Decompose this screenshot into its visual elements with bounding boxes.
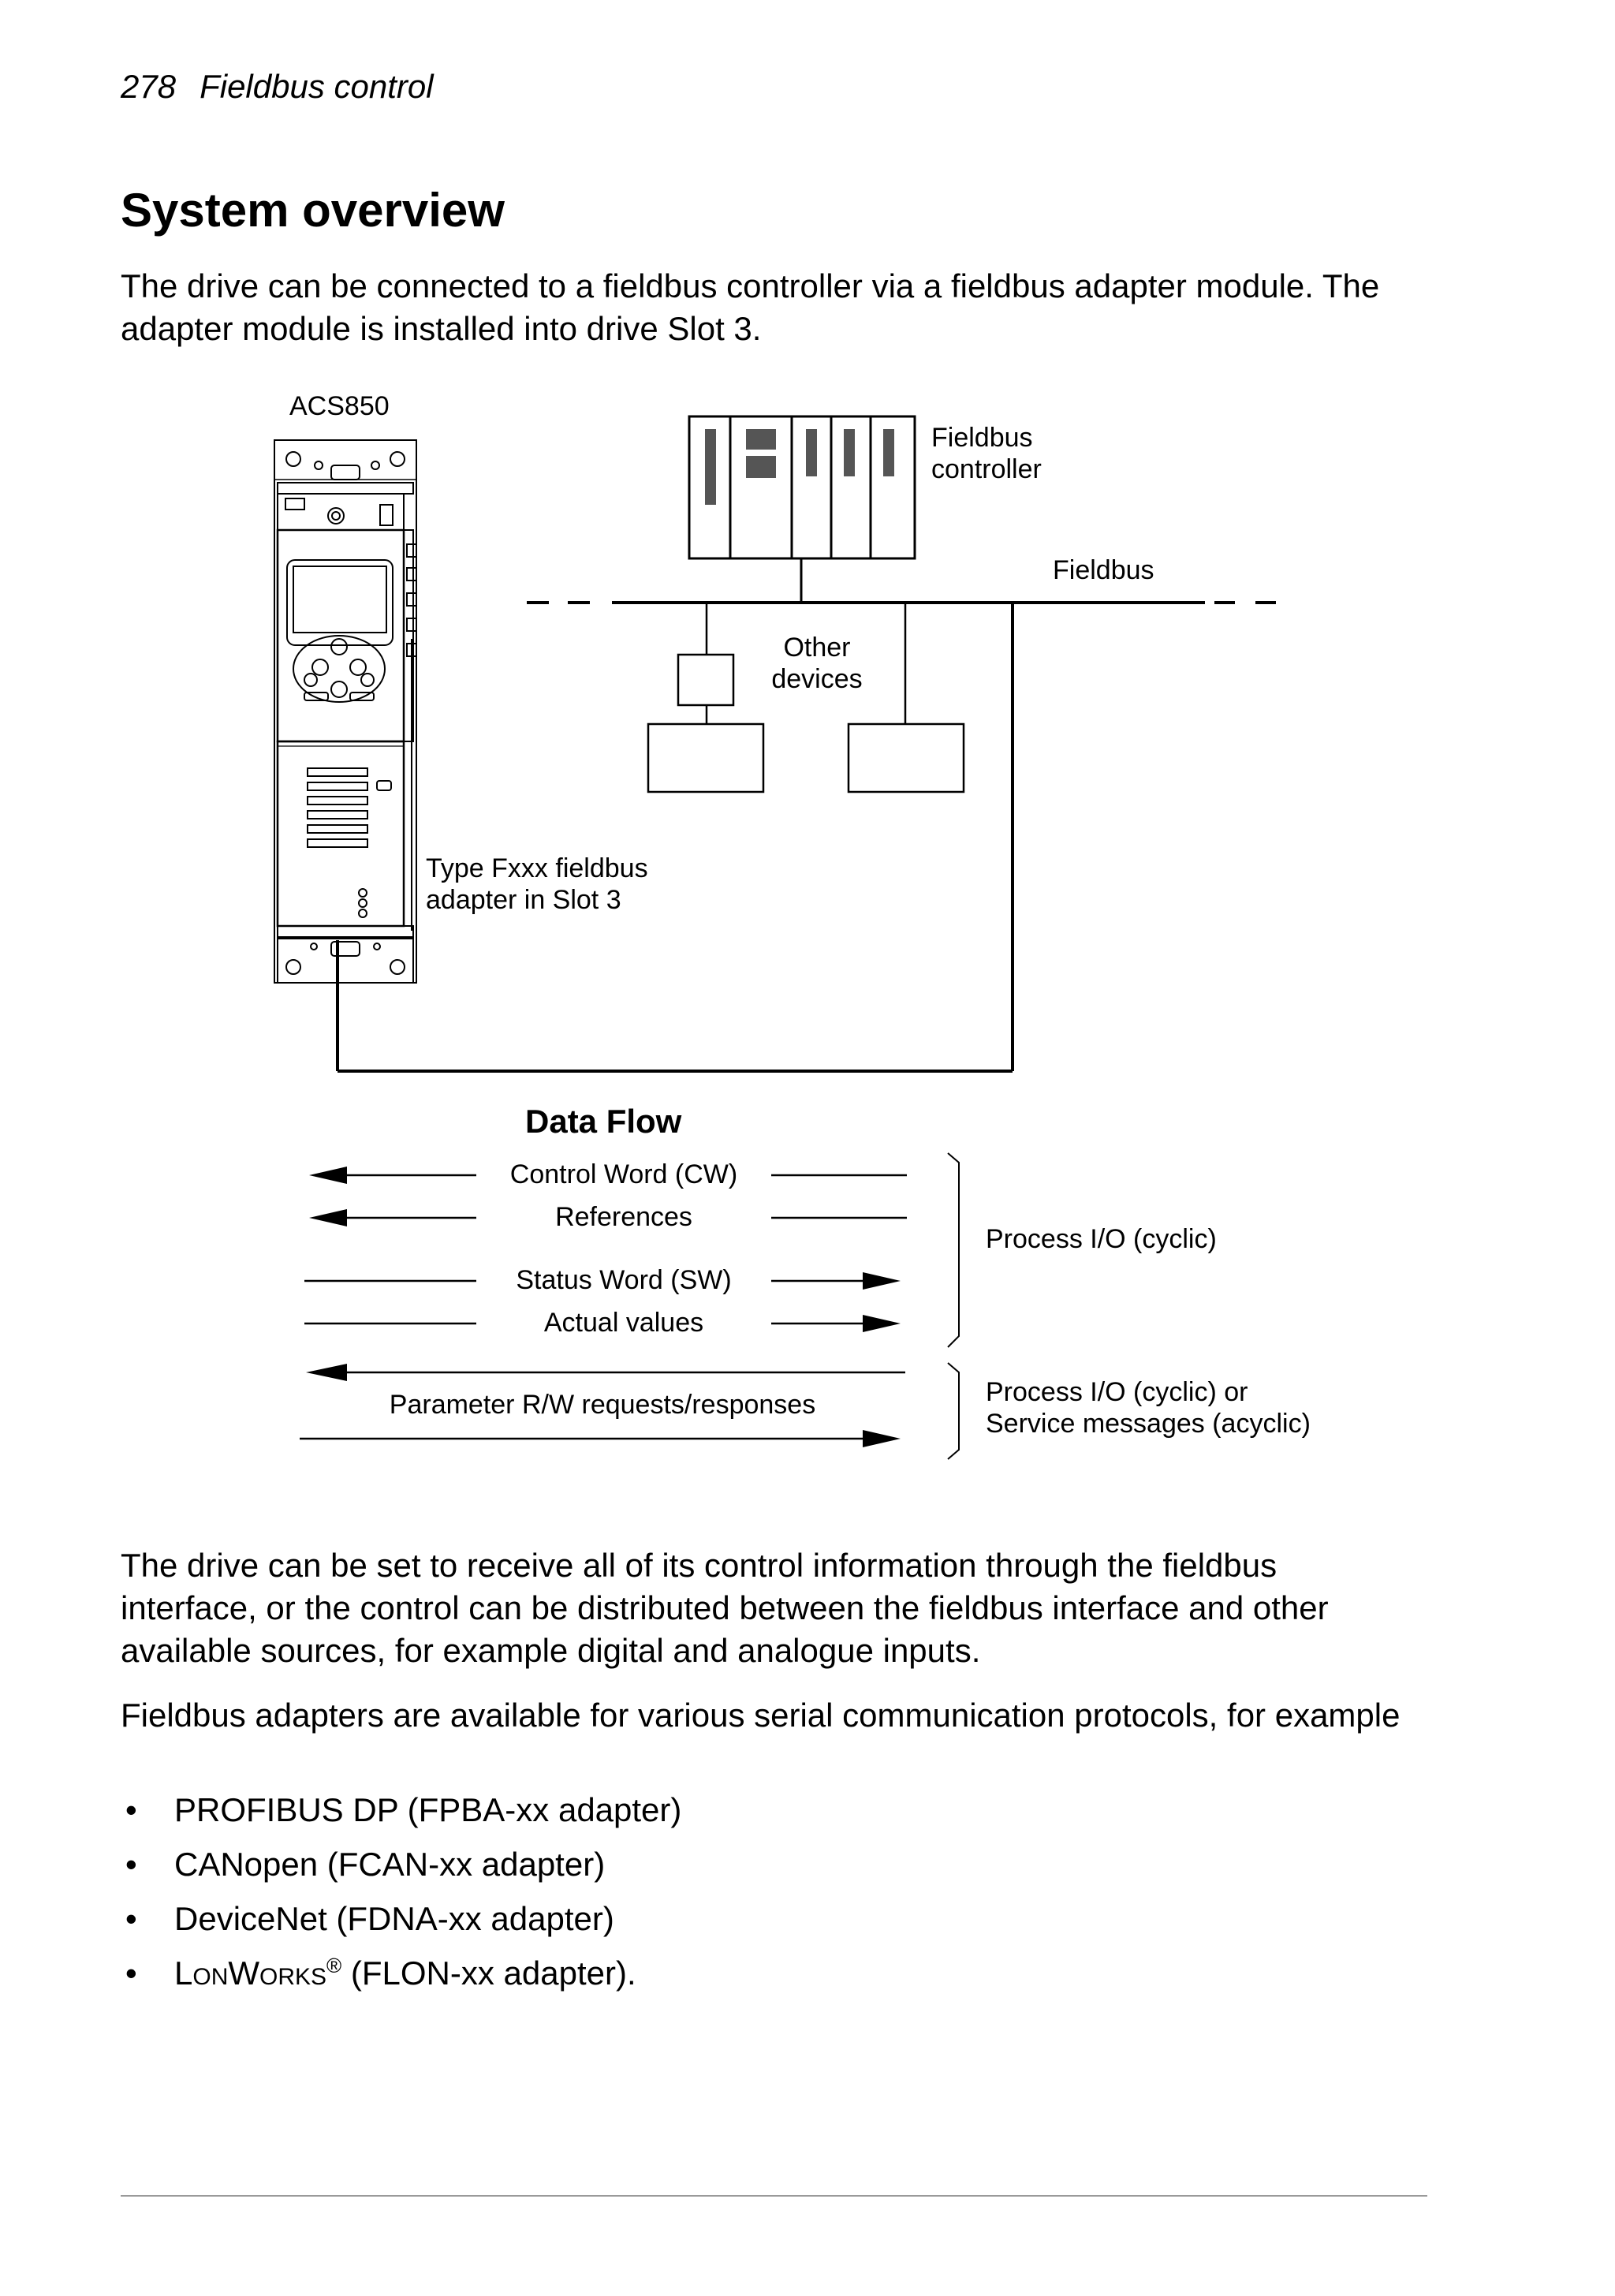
fieldbus-label: Fieldbus [1053,555,1154,585]
other-devices-line1: Other [783,633,850,663]
references-label: References [555,1202,692,1232]
list-item: • PROFIBUS DP (FPBA-xx adapter) [121,1789,681,1843]
list-item: • DeviceNet (FDNA-xx adapter) [121,1898,681,1952]
section-title: System overview [121,184,505,237]
lonworks-part: (FLON-xx adapter). [341,1954,636,1992]
registered-mark: ® [326,1954,342,1977]
page-number: 278 [121,68,177,105]
list-item: • CANopen (FCAN-xx adapter) [121,1843,681,1898]
status-word-label: Status Word (SW) [516,1265,731,1295]
protocol-item-text: PROFIBUS DP (FPBA-xx adapter) [174,1791,682,1828]
protocol-list: • PROFIBUS DP (FPBA-xx adapter) • CANopen … [121,1789,681,2007]
bullet: • [125,1954,137,1992]
lonworks-part: ORKS [259,1964,327,1990]
running-header: 278 Fieldbus control [121,68,457,106]
actual-values-label: Actual values [544,1308,703,1338]
adapter-label-line1: Type Fxxx fieldbus [426,853,648,883]
process-io-cyclic-label: Process I/O (cyclic) [986,1224,1217,1254]
control-word-label: Control Word (CW) [510,1159,737,1189]
protocol-item-text: CANopen (FCAN-xx adapter) [174,1846,606,1883]
lonworks-part: W [228,1954,260,1992]
intro-paragraph: The drive can be connected to a fieldbus… [121,267,1380,347]
process-io-or-line2: Service messages (acyclic) [986,1409,1311,1439]
process-io-or-line1: Process I/O (cyclic) or [986,1377,1248,1407]
other-devices-line2: devices [771,664,862,694]
protocol-item-text: LONWORKS® (FLON-xx adapter). [174,1954,636,1992]
protocol-item-text: DeviceNet (FDNA-xx adapter) [174,1900,614,1937]
flow-braces [947,1152,960,1460]
header-section-title: Fieldbus control [200,68,434,105]
adapter-label-line2: adapter in Slot 3 [426,885,621,915]
footer-divider [121,2195,1427,2197]
lonworks-part: ON [192,1964,229,1990]
data-flow-arrows [300,1167,907,1447]
acs850-drive-drawing [274,439,417,984]
fieldbus-controller-drawing [688,415,916,560]
bullet: • [125,1846,137,1883]
body-paragraph-2: Fieldbus adapters are available for vari… [121,1697,1401,1734]
parameter-rw-label: Parameter R/W requests/responses [390,1390,815,1420]
list-item: • LONWORKS® (FLON-xx adapter). [121,1952,681,2007]
fieldbus-network-lines [336,558,1276,1073]
drive-label: ACS850 [289,391,390,421]
system-overview-diagram: ACS850 Fieldbus controller Fieldbus [274,391,1311,1460]
data-flow-title: Data Flow [525,1103,682,1140]
other-devices-drawing [647,603,965,793]
bullet: • [125,1900,137,1937]
bullet: • [125,1791,137,1828]
controller-label-line2: controller [931,454,1042,484]
controller-label-line1: Fieldbus [931,423,1033,453]
lonworks-part: L [174,1954,193,1992]
body-paragraph-1: The drive can be set to receive all of i… [121,1547,1329,1669]
